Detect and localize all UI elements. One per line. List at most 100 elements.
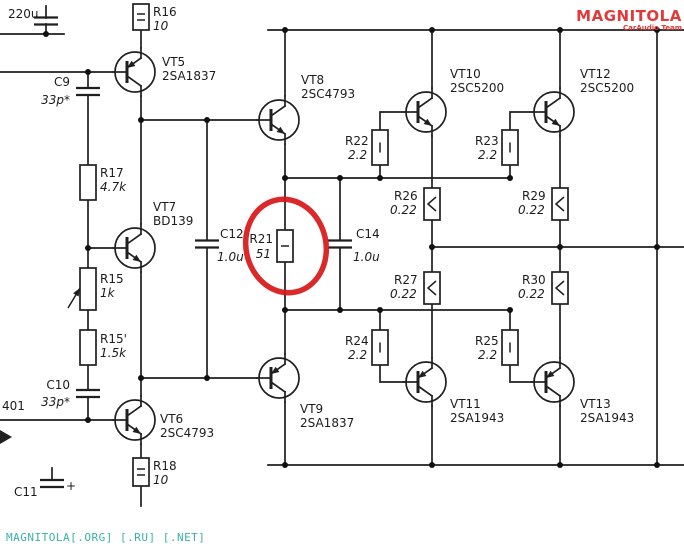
- label-c12-ref: C12: [220, 227, 244, 241]
- label-vt10-ref: VT10: [450, 67, 481, 81]
- watermark-team: CarAudio Team: [623, 24, 682, 32]
- junction-dot: [204, 375, 210, 381]
- label-vt6-value: 2SC4793: [160, 426, 214, 440]
- label-vt5-value: 2SA1837: [162, 69, 216, 83]
- label-vt10-value: 2SC5200: [450, 81, 504, 95]
- junction-dot: [85, 245, 91, 251]
- label-vt5-ref: VT5: [162, 55, 185, 69]
- label-r27-ref: R27: [394, 273, 418, 287]
- junction-dot: [557, 462, 563, 468]
- junction-dot: [85, 69, 91, 75]
- transistor-vt6: [112, 395, 156, 445]
- label-r15p-ref: R15': [100, 332, 127, 346]
- junction-dot: [337, 175, 343, 181]
- label-r25-value: 2.2: [478, 348, 497, 362]
- junction-dot: [507, 175, 513, 181]
- junction-dot: [85, 417, 91, 423]
- resistor-r27: [423, 271, 441, 305]
- resistor-r26: [423, 187, 441, 221]
- junction-dot: [654, 27, 660, 33]
- wires: [0, 5, 684, 507]
- label-c14-ref: C14: [356, 227, 380, 241]
- label-r26-value: 0.22: [390, 203, 417, 217]
- label-r18-value: 10: [153, 473, 169, 487]
- junction-dot: [429, 462, 435, 468]
- capacitor-c14: [328, 239, 352, 249]
- junction-dot: [282, 175, 288, 181]
- transistor-vt8: [256, 95, 300, 145]
- transistor-vt5: [112, 47, 156, 97]
- junction-dot: [429, 27, 435, 33]
- label-vt9-value: 2SA1837: [300, 416, 354, 430]
- label-r16-value: 10: [153, 19, 169, 33]
- capacitor-c11: [40, 478, 64, 489]
- label-c10-value: 33p*: [41, 395, 70, 409]
- capacitor-c220u: [34, 16, 58, 26]
- resistor-r17: [79, 164, 97, 201]
- transistor-vt9: [256, 353, 300, 403]
- junction-dot: [557, 27, 563, 33]
- resistor-r21: [276, 229, 294, 263]
- junction-dot: [138, 117, 144, 123]
- junction-dot: [654, 462, 660, 468]
- resistor-r16: [132, 3, 150, 31]
- label-vt8-ref: VT8: [301, 73, 324, 87]
- label-r29-value: 0.22: [518, 203, 545, 217]
- label-r26-ref: R26: [394, 189, 418, 203]
- label-r17-value: 4.7k: [100, 180, 127, 194]
- label-vt13-ref: VT13: [580, 397, 611, 411]
- label-r29-ref: R29: [522, 189, 546, 203]
- label-c9-ref: C9: [54, 75, 70, 89]
- junction-dot: [282, 307, 288, 313]
- label-vt13-value: 2SA1943: [580, 411, 634, 425]
- junction-dot: [138, 375, 144, 381]
- junction-dot: [43, 31, 49, 37]
- transistor-vt11: [403, 357, 447, 407]
- label-vt6-ref: VT6: [160, 412, 183, 426]
- label-vt9-ref: VT9: [300, 402, 323, 416]
- label-vt7-ref: VT7: [153, 200, 176, 214]
- junction-dot: [377, 307, 383, 313]
- watermark-brand: MAGNITOLA: [576, 7, 682, 25]
- label-vt12-ref: VT12: [580, 67, 611, 81]
- label-c11-ref: C11: [14, 485, 38, 499]
- label-r24-ref: R24: [345, 334, 369, 348]
- watermark: MAGNITOLA CarAudio Team: [576, 9, 682, 32]
- footer-credit: MAGNITOLA[.ORG] [.RU] [.NET]: [6, 531, 206, 544]
- label-r16-ref: R16: [153, 5, 177, 19]
- transistor-vt7: [112, 223, 156, 273]
- label-r15p-value: 1.5k: [100, 346, 127, 360]
- resistor-r15p: [79, 329, 97, 366]
- highlight-ellipse-r21: [242, 196, 330, 296]
- resistor-r18: [132, 457, 150, 487]
- junction-dot: [557, 244, 563, 250]
- label-vt11-value: 2SA1943: [450, 411, 504, 425]
- label-c9-value: 33p*: [41, 93, 70, 107]
- junction-dot: [204, 117, 210, 123]
- label-r15-value: 1k: [100, 286, 116, 300]
- junction-dot: [429, 244, 435, 250]
- label-c220u-value: 220u: [8, 7, 39, 21]
- label-r22-ref: R22: [345, 134, 369, 148]
- resistor-r25: [501, 329, 519, 366]
- junction-dot: [654, 244, 660, 250]
- transistor-vt10: [403, 87, 447, 137]
- junction-dot: [282, 462, 288, 468]
- label-r27-value: 0.22: [390, 287, 417, 301]
- resistor-r24: [371, 329, 389, 366]
- label-r25-ref: R25: [475, 334, 499, 348]
- label-r18-ref: R18: [153, 459, 177, 473]
- label-r21-value: 51: [256, 247, 271, 261]
- label-r21-ref: R21: [249, 232, 273, 246]
- capacitor-c9: [76, 86, 100, 97]
- resistor-r30: [551, 271, 569, 305]
- junction-dot: [377, 175, 383, 181]
- label-vt11-ref: VT11: [450, 397, 481, 411]
- label-r30-ref: R30: [522, 273, 546, 287]
- transistor-vt13: [531, 357, 575, 407]
- resistor-r23: [501, 129, 519, 166]
- junction-dot: [507, 307, 513, 313]
- capacitor-c12: [195, 239, 219, 249]
